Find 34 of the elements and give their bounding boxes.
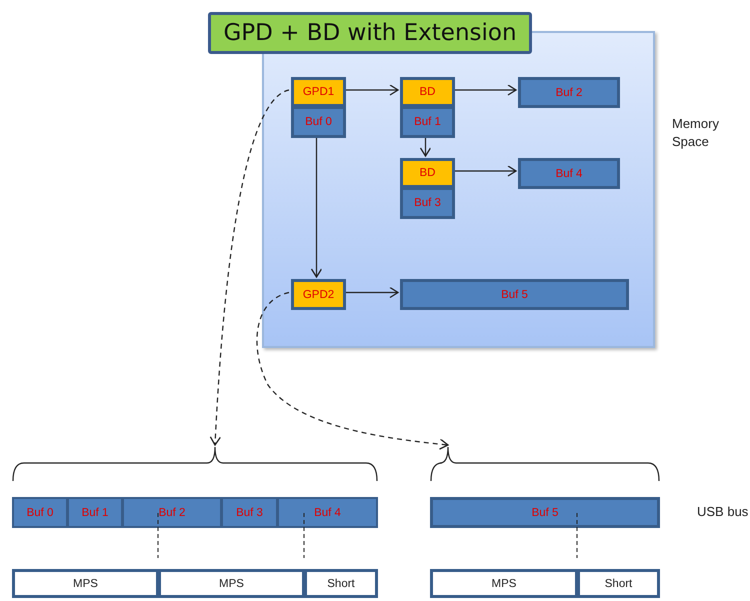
packet-box: MPS: [430, 569, 578, 598]
descriptor-box: GPD1: [291, 77, 346, 107]
arrow: [344, 286, 399, 298]
descriptor-box: BD: [400, 77, 455, 107]
panel-heading: Memory Space: [672, 115, 720, 150]
descriptor-box: BD: [400, 158, 455, 188]
buffer-box: Buf 5: [400, 279, 629, 310]
bus-buffer-cell: Buf 0: [12, 497, 68, 528]
arrow: [344, 84, 399, 96]
bus-buffer-cell: Buf 1: [67, 497, 123, 528]
packet-box: Short: [577, 569, 660, 598]
arrow: [453, 84, 517, 96]
descriptor-box: GPD2: [291, 279, 346, 310]
arrow: [310, 136, 322, 278]
bus-buffer-cell: Buf 4: [277, 497, 378, 528]
packet-box: MPS: [158, 569, 305, 598]
buffer-box: Buf 1: [400, 106, 455, 138]
bus-buffer-cell: Buf 3: [221, 497, 278, 528]
packet-box: MPS: [12, 569, 159, 598]
dashed-arrow: [210, 89, 290, 446]
bus-segment: [12, 445, 378, 528]
buffer-box: Buf 3: [400, 187, 455, 219]
buffer-box: Buf 0: [291, 106, 346, 138]
title-banner: GPD + BD with Extension: [208, 12, 532, 54]
bus-segment: [430, 445, 660, 528]
packet-box: Short: [304, 569, 378, 598]
buffer-box: Buf 2: [518, 77, 620, 108]
bus-label: USB bus: [697, 504, 748, 519]
dashed-arrow: [256, 292, 449, 450]
buffer-label: Buf 5: [532, 506, 558, 518]
bus-buffer-cell: Buf 2: [122, 497, 222, 528]
buffer-box: Buf 4: [518, 158, 620, 189]
arrow: [453, 165, 517, 177]
arrow: [420, 136, 432, 157]
